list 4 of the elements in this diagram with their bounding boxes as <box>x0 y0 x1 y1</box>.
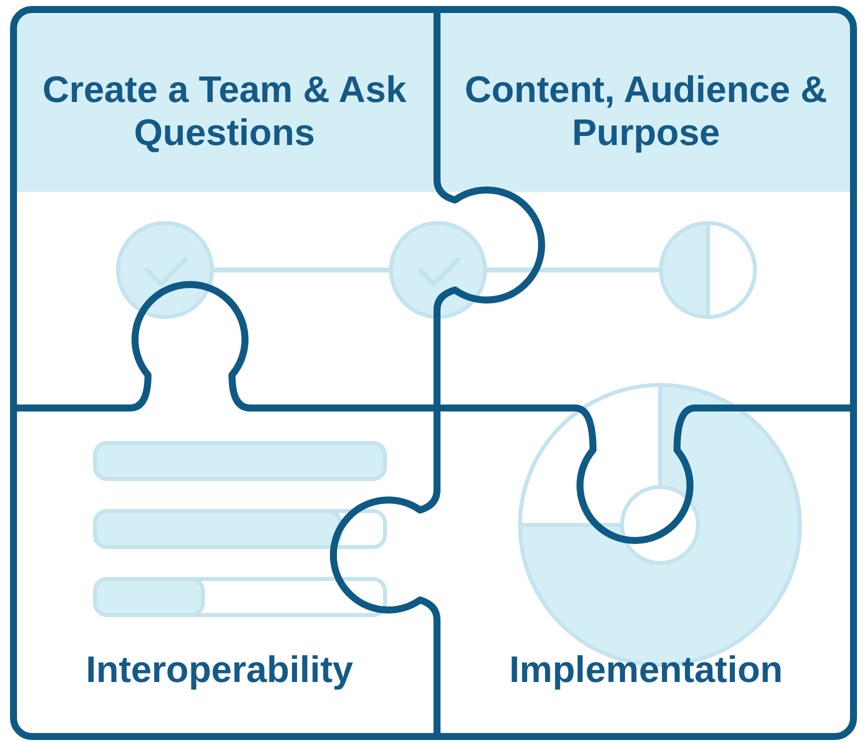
piece-title: Create a Team & Ask Questions <box>41 68 408 154</box>
piece-title: Content, Audience & Purpose <box>464 68 828 154</box>
piece-title: Implementation <box>508 648 784 691</box>
piece-title: Interoperability <box>84 648 354 691</box>
